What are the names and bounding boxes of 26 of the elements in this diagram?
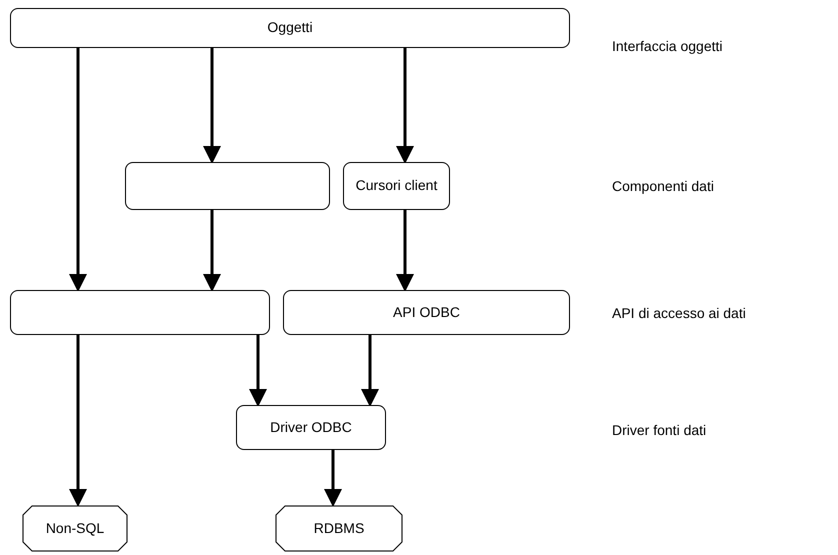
arrow xyxy=(203,48,221,164)
node-label: API ODBC xyxy=(393,304,460,322)
component-box xyxy=(10,8,570,48)
arrow xyxy=(324,450,342,507)
node-label: Non-SQL xyxy=(46,520,104,538)
arrow xyxy=(249,335,267,407)
node-label: RDBMS xyxy=(314,520,364,538)
layer-label: Driver fonti dati xyxy=(612,421,706,440)
arrow xyxy=(396,48,414,164)
arrow xyxy=(203,210,221,292)
layer-label: Interfaccia oggetti xyxy=(612,37,723,56)
node-label: Driver ODBC xyxy=(270,418,352,436)
component-box xyxy=(343,162,450,210)
node-label: Oggetti xyxy=(267,19,313,37)
component-box xyxy=(236,405,386,450)
component-box xyxy=(283,290,570,335)
component-box xyxy=(10,290,270,335)
node-label: Cursori client xyxy=(356,177,438,195)
arrow xyxy=(396,210,414,292)
layer-label: API di accesso ai dati xyxy=(612,304,746,323)
data-source-octagon xyxy=(22,505,128,552)
arrow xyxy=(361,335,379,407)
arrow xyxy=(69,335,87,507)
layer-label: Componenti dati xyxy=(612,177,714,196)
component-box xyxy=(125,162,330,210)
arrow xyxy=(69,48,87,292)
